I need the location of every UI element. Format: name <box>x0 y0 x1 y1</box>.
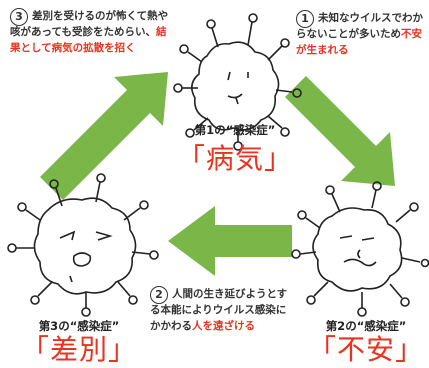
note-2: 2 人間の生き延びようとする本能によりウイルス感染にかかわる人を遠ざける <box>150 286 296 334</box>
step-number-2: 2 <box>150 286 168 304</box>
virus-discrimination-illustration <box>7 173 159 317</box>
infection-1-caption: 第1の“感染症” <box>194 123 276 137</box>
note-1-text: 未知なウイルスでわからないことが多いため <box>296 12 423 40</box>
infection-1-name: 「病気」 <box>176 142 293 175</box>
note-3-highlight: 結果として病気の拡散を招く <box>10 26 167 54</box>
note-3-text: 差別を受けるのが怖くて熱や咳があっても受診をためらい、 <box>10 10 169 38</box>
infection-2-caption: 第2の“感染症” <box>325 319 407 333</box>
note-3: 3 差別を受けるのが怖くて熱や咳があっても受診をためらい、結果として病気の拡散を… <box>10 8 170 56</box>
step-number-1: 1 <box>296 10 314 28</box>
virus-disease-illustration <box>173 13 302 151</box>
virus-anxiety-illustration <box>291 181 429 317</box>
infection-3-name: 「差別」 <box>20 333 137 366</box>
step-number-3: 3 <box>10 8 28 26</box>
arrow-to-anxiety <box>285 76 395 186</box>
note-1: 1 未知なウイルスでわからないことが多いため不安が生まれる <box>296 10 428 58</box>
infection-2-name: 「不安」 <box>307 333 424 366</box>
note-1-highlight: 不安が生まれる <box>296 28 422 56</box>
note-2-text: 人間の生き延びようとする本能によりウイルス感染にかかわる <box>150 288 288 332</box>
arrow-to-discrimination <box>168 206 292 276</box>
note-2-highlight: 人を遠ざける <box>192 320 255 332</box>
infection-3-caption: 第3の“感染症” <box>38 319 120 333</box>
arrow-to-disease <box>40 72 168 200</box>
